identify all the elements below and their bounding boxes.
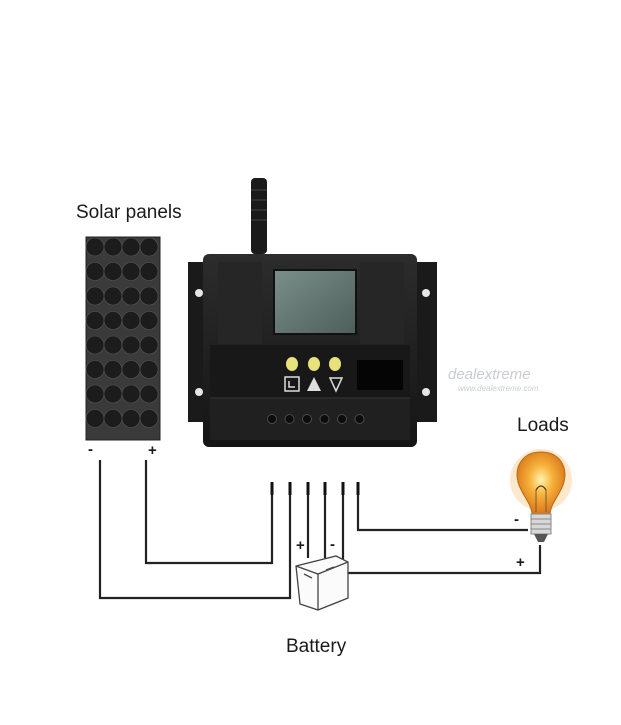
solar-cell: [139, 335, 159, 355]
solar-cell: [103, 237, 123, 257]
load-icon: [328, 377, 344, 393]
indicator-led: [286, 357, 298, 371]
terminal-screw: [337, 414, 347, 424]
solar-cell: [121, 262, 141, 281]
antenna: [251, 178, 267, 254]
battery-warning-icon: [307, 377, 321, 391]
solar-cell: [85, 335, 105, 355]
battery-label: Battery: [286, 636, 347, 657]
solar-positive-sign: +: [148, 442, 157, 459]
terminal-screw: [319, 414, 330, 424]
solar-cell: [139, 384, 159, 404]
solar-cells: [85, 237, 159, 428]
solar-cell: [121, 286, 141, 306]
solar-cell: [103, 409, 123, 428]
battery: [295, 555, 349, 611]
solar-cell: [121, 335, 141, 355]
solar-cell: [139, 360, 159, 379]
battery-negative-sign: -: [330, 536, 335, 553]
wire-load-negative: [356, 487, 528, 532]
charge-controller: [188, 178, 437, 447]
solar-cell: [121, 237, 141, 257]
terminal-screw: [267, 414, 277, 424]
solar-cell: [103, 384, 123, 404]
solar-cell: [121, 360, 141, 379]
solar-cell: [121, 409, 141, 428]
lcd-screen: [273, 269, 357, 335]
terminal-screws: [267, 414, 365, 424]
watermark-sub: www.dealextreme.com: [458, 384, 539, 393]
terminal-screw: [284, 414, 295, 424]
terminal-screw: [354, 414, 365, 424]
load-positive-sign: +: [516, 554, 525, 571]
solar-cell: [103, 286, 123, 306]
watermark: dealextreme: [448, 366, 531, 383]
covered-label: [357, 360, 403, 390]
light-bulb-icon: [510, 449, 572, 542]
wire-load-positive: [341, 487, 542, 575]
solar-panel: [85, 236, 161, 441]
solar-cell: [139, 311, 159, 330]
wire-solar-positive: [144, 460, 274, 565]
solar-cell: [103, 360, 123, 379]
solar-cell: [139, 286, 159, 306]
solar-cell: [85, 360, 105, 379]
solar-cell: [103, 262, 123, 281]
battery-positive-sign: +: [296, 537, 305, 554]
solar-cell: [121, 311, 141, 330]
solar-cell: [103, 335, 123, 355]
solar-cell: [85, 311, 105, 330]
solar-cell: [139, 262, 159, 281]
terminal-pins: [270, 482, 360, 495]
solar-cell: [85, 409, 105, 428]
wires: [98, 460, 542, 600]
solar-panels-label: Solar panels: [76, 202, 182, 223]
solar-cell: [85, 384, 105, 404]
solar-cell: [139, 409, 159, 428]
solar-icon: [284, 376, 300, 392]
solar-cell: [85, 286, 105, 306]
solar-cell: [85, 262, 105, 281]
solar-cell: [121, 384, 141, 404]
solar-negative-sign: -: [88, 441, 93, 458]
solar-cell: [85, 237, 105, 257]
load-negative-sign: -: [514, 511, 519, 528]
indicator-led: [308, 357, 320, 371]
loads-label: Loads: [517, 415, 569, 436]
solar-cell: [103, 311, 123, 330]
solar-cell: [139, 237, 159, 257]
terminal-screw: [302, 414, 312, 424]
indicator-led: [329, 357, 341, 371]
wire-solar-negative: [98, 460, 292, 600]
